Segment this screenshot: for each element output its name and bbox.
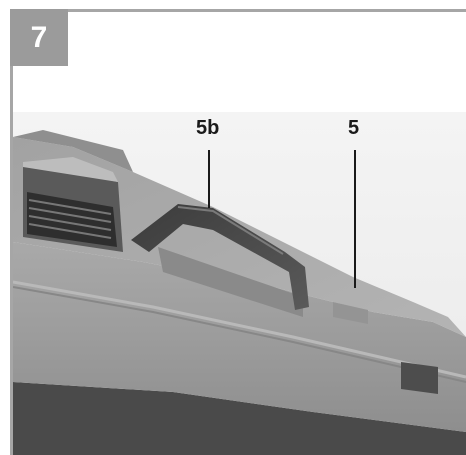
product-photo	[13, 112, 466, 455]
handle-recess	[158, 247, 303, 317]
housing-ridge	[13, 280, 466, 379]
grille-inner	[27, 192, 117, 247]
grille-slats	[28, 199, 112, 239]
callout-label-5b: 5b	[196, 117, 220, 139]
callout-label-5: 5	[348, 117, 360, 139]
housing-base	[13, 382, 466, 455]
housing-ridge-shadow	[13, 286, 466, 383]
housing-latch	[333, 302, 368, 324]
figure-number: 7	[30, 21, 48, 54]
side-label	[401, 362, 438, 394]
carry-handle-highlight	[177, 206, 284, 255]
figure-number-badge: 7	[10, 9, 68, 66]
housing-side	[13, 242, 466, 432]
carry-handle	[131, 204, 309, 310]
grille-cover	[23, 157, 118, 182]
frame-border-top	[10, 9, 466, 12]
frame-border-left	[10, 9, 13, 455]
housing-rear-edge	[13, 130, 133, 172]
